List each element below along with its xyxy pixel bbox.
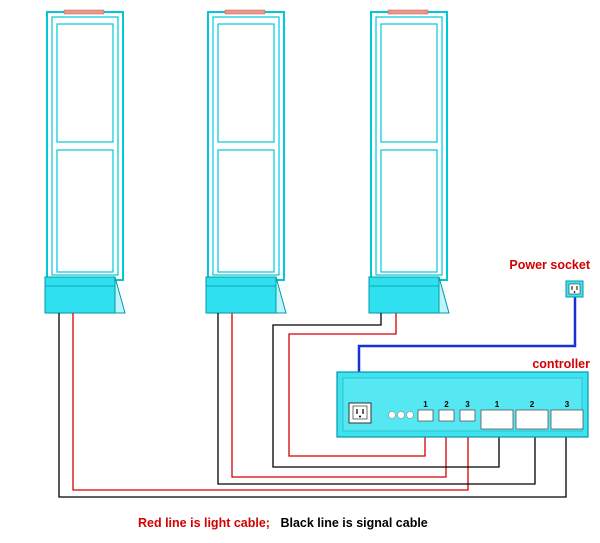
legend-red-line: Red line is light cable; [138,516,270,530]
antenna-1-signal-cable [58,313,567,498]
light-port-1-number: 1 [423,400,428,409]
antenna-1-base [44,276,116,314]
controller-led-3 [406,411,414,419]
antenna-1 [44,9,126,314]
power-socket-label: Power socket [509,258,590,272]
antenna-3-light-cable [288,313,426,457]
antenna-2-lower-panel [217,149,275,273]
antenna-1-light-cable [72,313,469,491]
legend-black-line: Black line is signal cable [280,516,427,530]
signal-port-2-number: 2 [530,400,535,409]
antenna-1-upper-panel [56,23,114,143]
antenna-1-base-foot [114,276,126,314]
antenna-1-indicator-light [63,9,105,15]
antenna-3-inner-frame [375,16,443,276]
light-port-2 [438,409,455,422]
light-port-3-number: 3 [465,400,470,409]
antenna-3-frame [370,11,448,281]
antenna-3-upper-panel [380,23,438,143]
power-socket [565,280,584,298]
antenna-2-signal-cable [217,313,536,485]
controller-label: controller [532,357,590,371]
light-port-3 [459,409,476,422]
antenna-1-inner-frame [51,16,119,276]
controller-power-inlet [348,402,372,424]
light-port-2-number: 2 [444,400,449,409]
antenna-1-frame [46,11,124,281]
light-port-1 [417,409,434,422]
antenna-3-indicator-light [387,9,429,15]
antenna-1-lower-panel [56,149,114,273]
signal-port-1 [480,409,514,430]
controller: 1 2 3 1 2 3 [336,371,589,438]
antenna-2-light-cable [231,313,447,478]
antenna-2-frame [207,11,285,281]
antenna-2-base [205,276,277,314]
antenna-3-base-foot [438,276,450,314]
legend: Red line is light cable; Black line is s… [138,516,428,530]
signal-port-2 [515,409,549,430]
antenna-2-upper-panel [217,23,275,143]
antenna-2-indicator-light [224,9,266,15]
antenna-2-base-foot [275,276,287,314]
signal-port-3-number: 3 [565,400,570,409]
antenna-3 [368,9,450,314]
antenna-3-signal-cable [272,313,500,468]
antenna-3-lower-panel [380,149,438,273]
controller-led-1 [388,411,396,419]
antenna-2 [205,9,287,314]
signal-port-1-number: 1 [495,400,500,409]
controller-led-2 [397,411,405,419]
antenna-3-base [368,276,440,314]
signal-port-3 [550,409,584,430]
antenna-2-inner-frame [212,16,280,276]
